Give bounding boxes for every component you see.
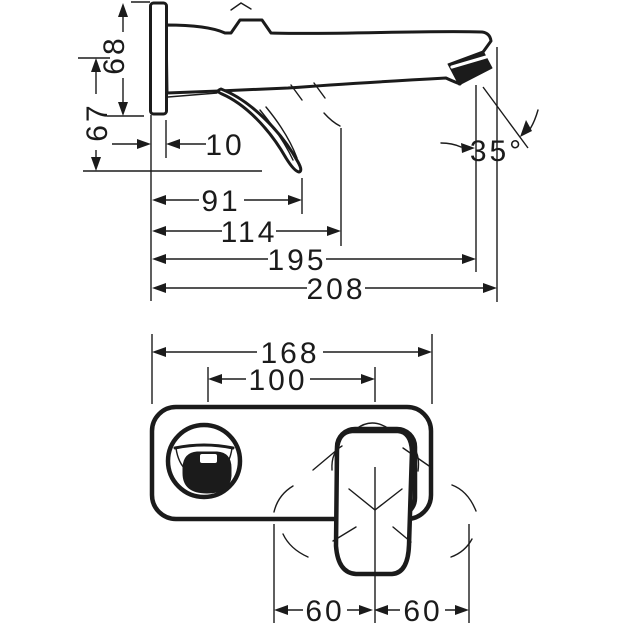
dim-label-68: 68 [98,35,131,74]
side-view: 68 67 10 91 114 [78,1,539,306]
dim-handle-reach: 91 [152,185,302,218]
handle-swing-marks [273,447,477,558]
swing-tick-1 [290,84,303,101]
dim-label-91: 91 [201,185,240,218]
dim-label-35deg: 35° [470,135,524,168]
dim-plate-width: 168 [152,337,432,370]
dim-plate-depth: 10 [112,129,244,162]
spout-outlet-chord [173,443,235,450]
dim-label-208: 208 [306,273,365,306]
lever-handle-side [216,87,303,174]
swing-tick-2 [313,82,326,99]
dim-spout-to-handle: 100 [208,364,375,397]
lever-handle-front [333,428,415,577]
dim-label-114: 114 [221,216,278,249]
dim-aerator-distance: 195 [152,244,476,277]
dim-label-168: 168 [260,337,319,370]
wall-plate-side [149,1,168,116]
handle-hatch-line-2 [259,109,294,161]
handle-top-arc [355,422,390,430]
dim-overall-length: 208 [152,273,497,306]
front-extension-lines [151,334,470,623]
side-extension-lines [78,1,529,302]
dim-spray-angle: 35° [440,109,539,168]
handle-inner-arc-left [331,445,343,471]
dim-label-10: 10 [205,129,244,162]
spout-side-outline [164,18,493,95]
dim-outlet-height: 67 [81,58,114,171]
dim-label-60-left: 60 [305,595,344,625]
dim-label-100: 100 [248,364,307,397]
aerator-slot-side [450,55,488,69]
aerator-slot-front [200,454,217,463]
dim-label-60-right: 60 [403,595,442,625]
dim-plate-height: 68 [98,3,131,116]
aerator-front [182,451,232,494]
front-view: 168 100 60 60 [149,334,477,625]
dim-handle-clearance: 60 60 [274,595,469,625]
spout-underside-detail [167,92,218,98]
swing-arc-small [323,112,341,127]
dim-label-67: 67 [81,102,114,141]
handle-chevron-mark [230,2,252,11]
dim-handle-open-reach: 114 [152,216,341,249]
handle-hatch-line-1 [265,106,298,159]
dim-label-195: 195 [267,244,326,277]
